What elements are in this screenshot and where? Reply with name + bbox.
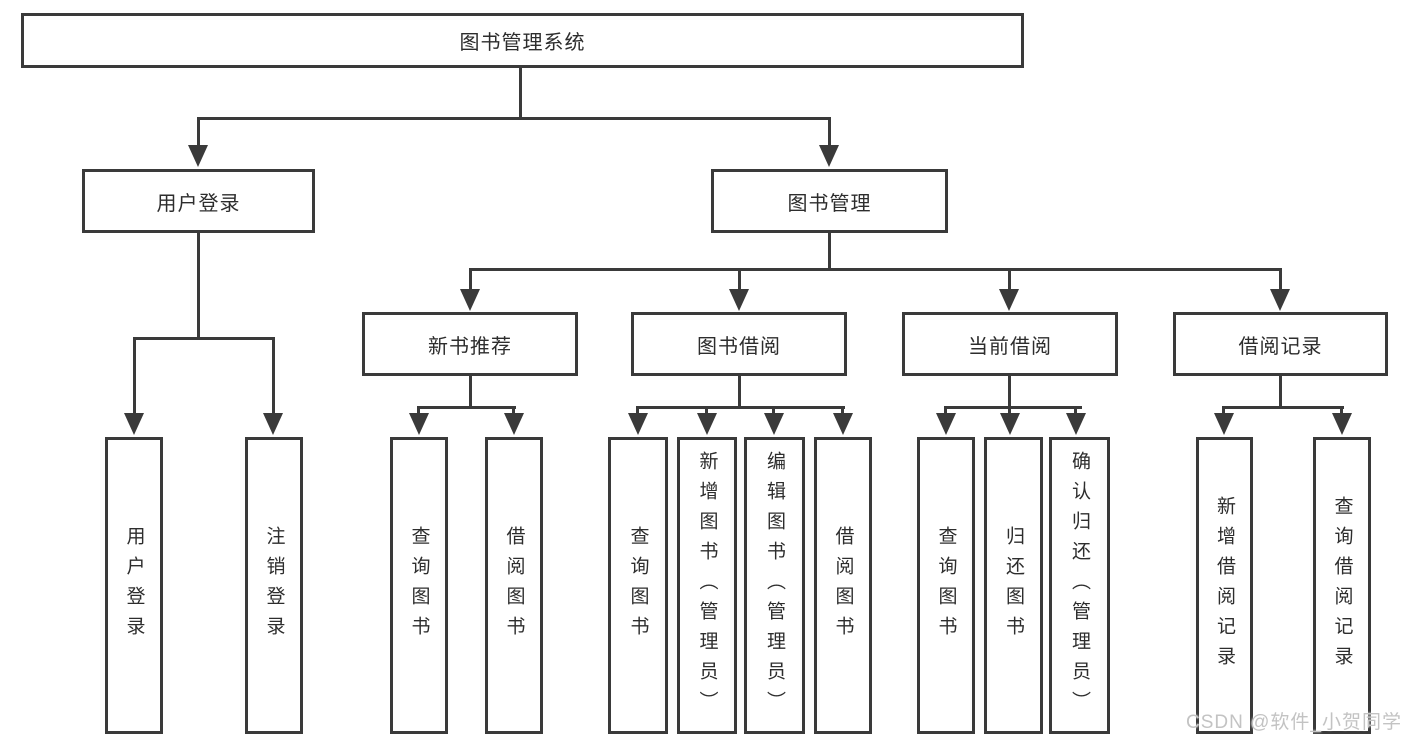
arrowhead-icon bbox=[697, 413, 717, 435]
connector-stub-borrowrecords bbox=[1279, 268, 1282, 292]
connector-borrowrecords-trunk bbox=[1279, 376, 1282, 406]
connector-split-currentborrow bbox=[944, 406, 1082, 409]
node-leaf-add-books-admin: 新增图书（管理员） bbox=[677, 437, 737, 734]
connector-stub-leaf bbox=[1340, 406, 1343, 415]
connector-stub-leaf bbox=[133, 337, 136, 415]
connector-stub-user-login bbox=[197, 117, 200, 145]
node-label: 编辑图书（管理员） bbox=[764, 450, 785, 721]
node-label: 查询借阅记录 bbox=[1331, 495, 1353, 676]
connector-stub-leaf bbox=[841, 406, 844, 415]
arrowhead-icon bbox=[1332, 413, 1352, 435]
node-label: 归还图书 bbox=[1003, 525, 1024, 646]
connector-bookborrow-trunk bbox=[738, 376, 741, 406]
arrowhead-icon bbox=[999, 289, 1019, 311]
watermark: CSDN @软件_小贺同学 bbox=[1186, 712, 1402, 733]
node-label: 注销登录 bbox=[263, 525, 285, 646]
node-leaf-add-borrow-record: 新增借阅记录 bbox=[1196, 437, 1253, 734]
connector-stub-leaf bbox=[512, 406, 515, 415]
arrowhead-icon bbox=[263, 413, 283, 435]
connector-stub-leaf bbox=[944, 406, 947, 415]
node-leaf-edit-books-admin: 编辑图书（管理员） bbox=[744, 437, 805, 734]
arrowhead-icon bbox=[188, 145, 208, 167]
node-label: 图书借阅 bbox=[697, 335, 781, 358]
arrowhead-icon bbox=[1214, 413, 1234, 435]
node-leaf-borrow-borrow-books: 借阅图书 bbox=[814, 437, 872, 734]
arrowhead-icon bbox=[1000, 413, 1020, 435]
connector-stub-leaf bbox=[272, 337, 275, 415]
node-book-borrow: 图书借阅 bbox=[631, 312, 847, 376]
connector-stub-newbook bbox=[469, 268, 472, 292]
connector-newbook-trunk bbox=[469, 376, 472, 406]
arrowhead-icon bbox=[764, 413, 784, 435]
node-label: 用户登录 bbox=[123, 525, 145, 646]
node-current-borrow: 当前借阅 bbox=[902, 312, 1118, 376]
node-label: 当前借阅 bbox=[968, 335, 1052, 358]
node-leaf-current-query-books: 查询图书 bbox=[917, 437, 975, 734]
connector-stub-currentborrow bbox=[1008, 268, 1011, 292]
connector-stub-book-mgmt bbox=[828, 117, 831, 145]
connector-currentborrow-trunk bbox=[1008, 376, 1011, 406]
arrowhead-icon bbox=[124, 413, 144, 435]
connector-stub-leaf bbox=[636, 406, 639, 415]
arrowhead-icon bbox=[1270, 289, 1290, 311]
connector-split-userlogin bbox=[133, 337, 275, 340]
node-leaf-query-borrow-record: 查询借阅记录 bbox=[1313, 437, 1371, 734]
node-book-management-group: 图书管理 bbox=[711, 169, 948, 233]
connector-stub-leaf bbox=[1074, 406, 1077, 415]
node-label: 新书推荐 bbox=[428, 335, 512, 358]
node-label: 图书管理系统 bbox=[459, 32, 586, 54]
node-label: 借阅图书 bbox=[503, 525, 525, 646]
connector-split-newbook bbox=[417, 406, 516, 409]
node-label: 查询图书 bbox=[408, 525, 430, 646]
node-leaf-logout: 注销登录 bbox=[245, 437, 303, 734]
node-library-management-system: 图书管理系统 bbox=[21, 13, 1024, 68]
arrowhead-icon bbox=[833, 413, 853, 435]
arrowhead-icon bbox=[409, 413, 429, 435]
connector-stub-bookborrow bbox=[738, 268, 741, 292]
connector-split-borrowrecords bbox=[1222, 406, 1344, 409]
node-label: 图书管理 bbox=[787, 192, 872, 215]
node-leaf-newbook-borrow-books: 借阅图书 bbox=[485, 437, 543, 734]
node-label: 用户登录 bbox=[156, 192, 241, 215]
arrowhead-icon bbox=[729, 289, 749, 311]
node-borrow-records: 借阅记录 bbox=[1173, 312, 1388, 376]
node-label: 查询图书 bbox=[935, 525, 957, 646]
node-label: 新增图书（管理员） bbox=[696, 450, 718, 721]
node-label: 查询图书 bbox=[627, 525, 649, 646]
connector-stub-leaf bbox=[1008, 406, 1011, 415]
node-leaf-user-login: 用户登录 bbox=[105, 437, 163, 734]
connector-userlogin-trunk bbox=[197, 233, 200, 337]
connector-bookmgmt-trunk bbox=[828, 233, 831, 268]
connector-split-level2 bbox=[469, 268, 1281, 271]
node-label: 借阅记录 bbox=[1238, 335, 1323, 358]
node-leaf-newbook-query-books: 查询图书 bbox=[390, 437, 448, 734]
node-user-login-group: 用户登录 bbox=[82, 169, 315, 233]
connector-split-bookborrow bbox=[636, 406, 845, 409]
connector-stub-leaf bbox=[772, 406, 775, 415]
connector-stub-leaf bbox=[1222, 406, 1225, 415]
node-leaf-borrow-query-books: 查询图书 bbox=[608, 437, 668, 734]
arrowhead-icon bbox=[628, 413, 648, 435]
node-label: 借阅图书 bbox=[832, 525, 854, 646]
node-leaf-confirm-return-admin: 确认归还（管理员） bbox=[1049, 437, 1110, 734]
node-label: 新增借阅记录 bbox=[1214, 495, 1235, 676]
node-new-book-recommend: 新书推荐 bbox=[362, 312, 578, 376]
node-leaf-return-books: 归还图书 bbox=[984, 437, 1043, 734]
node-label: 确认归还（管理员） bbox=[1069, 450, 1090, 721]
connector-root-trunk bbox=[519, 68, 522, 118]
arrowhead-icon bbox=[504, 413, 524, 435]
arrowhead-icon bbox=[936, 413, 956, 435]
connector-stub-leaf bbox=[705, 406, 708, 415]
connector-split-level1 bbox=[197, 117, 831, 120]
connector-stub-leaf bbox=[417, 406, 420, 415]
arrowhead-icon bbox=[819, 145, 839, 167]
arrowhead-icon bbox=[1066, 413, 1086, 435]
arrowhead-icon bbox=[460, 289, 480, 311]
